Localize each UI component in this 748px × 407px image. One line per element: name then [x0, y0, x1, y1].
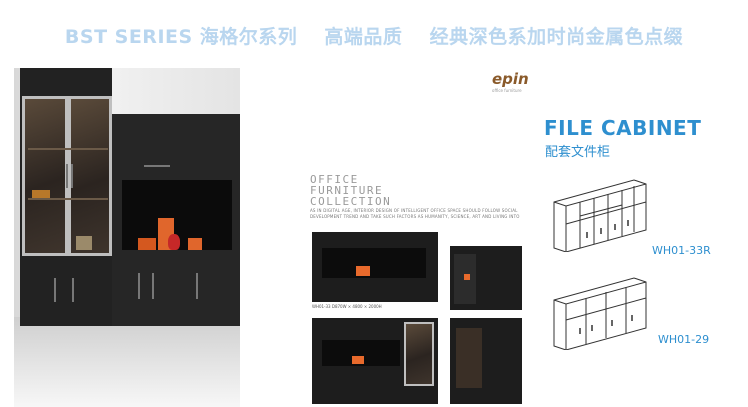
glass-door-left — [22, 96, 68, 256]
file-cabinet-subtitle: 配套文件柜 — [545, 145, 611, 160]
door-handle — [71, 164, 73, 188]
glass-shelf — [28, 198, 108, 200]
cabinet-photo — [14, 68, 240, 407]
headline-series: BST SERIES 海格尔系列 — [64, 26, 298, 48]
brand-logo-text: epin — [492, 70, 529, 88]
door-handle — [54, 278, 56, 302]
drawer-handle — [144, 165, 170, 167]
door-handle — [66, 164, 68, 188]
headline-style: 经典深色系加时尚金属色点缀 — [429, 26, 684, 48]
cabinet-drawing-wh01-29 — [553, 277, 647, 350]
headline: BST SERIES 海格尔系列 高端品质 经典深色系加时尚金属色点缀 — [0, 22, 748, 49]
collection-title-line: FURNITURE — [310, 184, 384, 197]
red-vase — [168, 234, 180, 250]
door-handle — [138, 273, 140, 299]
cabinet-drawing-wh01-33r — [553, 179, 647, 252]
headline-quality: 高端品质 — [324, 26, 403, 48]
photo-floor — [14, 317, 240, 407]
thumb-accent — [464, 274, 470, 280]
model-label-wh01-29: WH01-29 — [658, 333, 710, 346]
file-cabinet-title: FILE CABINET — [544, 116, 702, 140]
thumb-shelf — [322, 248, 426, 278]
brochure-thumb — [312, 318, 438, 404]
collection-title-line: COLLECTION — [310, 195, 392, 208]
collection-text: AS IN DIGITAL AGE, INTERIOR DESIGN OF IN… — [310, 208, 520, 219]
folder-box — [76, 236, 92, 250]
collection-title-line: OFFICE — [310, 173, 359, 186]
collection-title: OFFICE FURNITURE COLLECTION — [310, 174, 440, 207]
glass-shelf — [28, 148, 108, 150]
thumb-accent — [352, 356, 364, 364]
brochure-thumb — [312, 232, 438, 302]
thumb-glass-door — [404, 322, 434, 386]
folder-box — [32, 190, 50, 198]
brochure-thumb — [450, 246, 522, 310]
brochure-thumb — [450, 318, 522, 404]
thumb-caption: WH01-33 D870W × 4800 × 2000H — [312, 304, 382, 309]
glass-door-right — [68, 96, 112, 256]
brand-logo: epin office furniture — [492, 70, 529, 93]
door-handle — [196, 273, 198, 299]
thumb-accent — [356, 266, 370, 276]
door-handle — [152, 273, 154, 299]
door-handle — [72, 278, 74, 302]
orange-box — [138, 238, 156, 250]
brand-logo-sub: office furniture — [492, 88, 522, 93]
orange-box — [188, 238, 202, 250]
model-label-wh01-33r: WH01-33R — [652, 244, 711, 257]
thumb-panel — [456, 328, 482, 388]
